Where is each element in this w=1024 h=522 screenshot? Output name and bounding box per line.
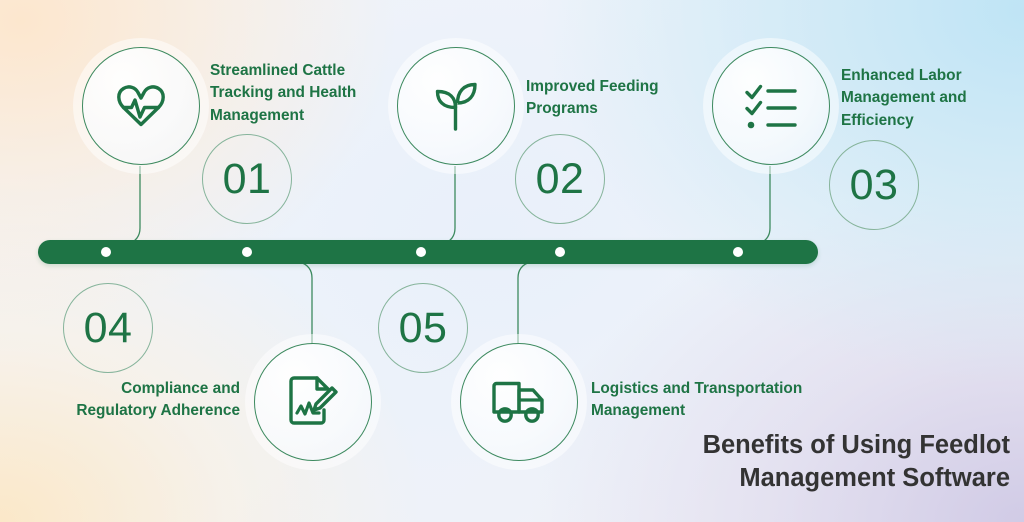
- timeline-dot-4: [555, 247, 565, 257]
- icon-circle-01[interactable]: [82, 47, 200, 165]
- item-label-01: Streamlined Cattle Tracking and Health M…: [210, 62, 357, 124]
- item-label-04: Compliance and Regulatory Adherence: [76, 380, 240, 420]
- icon-circle-04[interactable]: [254, 343, 372, 461]
- sprout-icon: [431, 79, 481, 133]
- timeline-dot-5: [733, 247, 743, 257]
- delivery-truck-icon: [490, 378, 548, 426]
- timeline-dot-1: [101, 247, 111, 257]
- timeline-bar: [38, 240, 818, 264]
- heart-pulse-icon: [113, 79, 169, 133]
- number-circle-02: 02: [515, 134, 605, 224]
- item-label-02: Improved Feeding Programs: [526, 78, 659, 118]
- icon-circle-03[interactable]: [712, 47, 830, 165]
- item-label-05: Logistics and Transportation Management: [591, 380, 803, 420]
- icon-circle-02[interactable]: [397, 47, 515, 165]
- number-circle-03: 03: [829, 140, 919, 230]
- timeline-dot-3: [416, 247, 426, 257]
- number-circle-05: 05: [378, 283, 468, 373]
- number-circle-01: 01: [202, 134, 292, 224]
- item-label-03: Enhanced Labor Management and Efficiency: [841, 67, 967, 129]
- number-circle-04: 04: [63, 283, 153, 373]
- document-signature-icon: [286, 374, 340, 430]
- checklist-icon: [744, 82, 798, 130]
- timeline-dot-2: [242, 247, 252, 257]
- icon-circle-05[interactable]: [460, 343, 578, 461]
- page-title-line-2: Management Software: [739, 464, 1010, 493]
- page-title: Benefits of Using Feedlot Management Sof…: [703, 429, 1010, 496]
- page-title-line-1: Benefits of Using Feedlot: [702, 430, 1010, 459]
